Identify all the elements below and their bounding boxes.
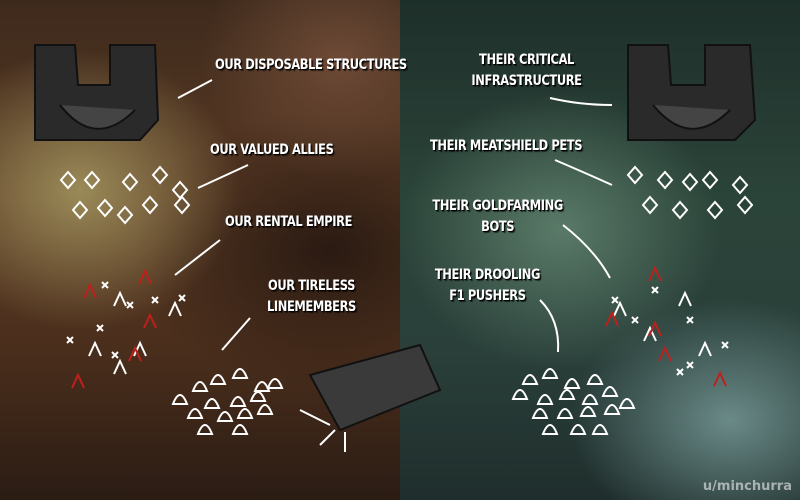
- unit-marker: [671, 200, 689, 220]
- unit-marker: [111, 351, 119, 359]
- unit-marker: [143, 312, 157, 329]
- unit-marker: [209, 374, 227, 385]
- unit-marker: [151, 296, 159, 304]
- unit-marker: [113, 290, 127, 307]
- unit-marker: [71, 200, 89, 220]
- unit-marker: [231, 368, 249, 379]
- unit-marker: [651, 286, 659, 294]
- left-structure-icon: [34, 44, 160, 141]
- unit-marker: [178, 294, 186, 302]
- unit-marker: [101, 281, 109, 289]
- label-our-disposable-structures: OUR DISPOSABLE STRUCTURES: [215, 57, 407, 73]
- unit-marker: [643, 325, 657, 342]
- unit-marker: [141, 195, 159, 215]
- unit-marker: [203, 398, 221, 409]
- unit-marker: [128, 345, 142, 362]
- unit-marker: [686, 316, 694, 324]
- unit-marker: [731, 175, 749, 195]
- unit-marker: [676, 368, 684, 376]
- unit-marker: [581, 394, 599, 405]
- label-our-rental-empire: OUR RENTAL EMPIRE: [225, 214, 353, 230]
- unit-marker: [681, 172, 699, 192]
- unit-marker: [648, 320, 662, 337]
- unit-marker: [96, 324, 104, 332]
- unit-marker: [586, 374, 604, 385]
- label-their-critical-infrastructure: THEIR CRITICAL INFRASTRUCTURE: [471, 52, 582, 89]
- unit-marker: [558, 389, 576, 400]
- unit-marker: [521, 374, 539, 385]
- unit-marker: [138, 268, 152, 285]
- unit-marker: [236, 408, 254, 419]
- unit-marker: [266, 378, 284, 389]
- label-their-goldfarming-bots: THEIR GOLDFARMING BOTS: [432, 198, 563, 235]
- unit-marker: [66, 336, 74, 344]
- unit-marker: [701, 170, 719, 190]
- label-their-drooling-f1-pushers: THEIR DROOLING F1 PUSHERS: [434, 267, 541, 304]
- unit-marker: [249, 391, 267, 402]
- unit-marker: [83, 282, 97, 299]
- unit-marker: [613, 300, 627, 317]
- ship-icon: [299, 343, 442, 452]
- unit-marker: [541, 424, 559, 435]
- unit-marker: [151, 165, 169, 185]
- unit-marker: [603, 404, 621, 415]
- unit-marker: [121, 172, 139, 192]
- unit-marker: [126, 301, 134, 309]
- unit-marker: [706, 200, 724, 220]
- unit-marker: [168, 300, 182, 317]
- unit-marker: [658, 345, 672, 362]
- unit-marker: [229, 396, 247, 407]
- unit-markers: [59, 165, 754, 435]
- unit-marker: [71, 372, 85, 389]
- unit-marker: [556, 408, 574, 419]
- unit-marker: [698, 340, 712, 357]
- unit-marker: [191, 381, 209, 392]
- unit-marker: [721, 341, 729, 349]
- unit-marker: [216, 411, 234, 422]
- unit-marker: [171, 394, 189, 405]
- unit-marker: [531, 408, 549, 419]
- unit-marker: [605, 310, 619, 327]
- unit-marker: [648, 265, 662, 282]
- unit-marker: [59, 170, 77, 190]
- unit-marker: [641, 195, 659, 215]
- unit-marker: [626, 165, 644, 185]
- unit-marker: [231, 424, 249, 435]
- label-our-valued-allies: OUR VALUED ALLIES: [210, 142, 334, 158]
- unit-marker: [736, 195, 754, 215]
- unit-marker: [541, 368, 559, 379]
- unit-marker: [173, 195, 191, 215]
- unit-marker: [686, 361, 694, 369]
- unit-marker: [713, 370, 727, 387]
- unit-marker: [83, 170, 101, 190]
- pointer-lines: [174, 79, 613, 353]
- unit-marker: [591, 424, 609, 435]
- unit-marker: [186, 408, 204, 419]
- unit-marker: [579, 406, 597, 417]
- unit-marker: [171, 180, 189, 200]
- unit-marker: [631, 316, 639, 324]
- unit-marker: [96, 198, 114, 218]
- label-our-tireless-linemembers: OUR TIRELESS LINEMEMBERS: [266, 278, 356, 315]
- unit-marker: [253, 381, 271, 392]
- unit-marker: [656, 170, 674, 190]
- unit-marker: [563, 378, 581, 389]
- unit-marker: [569, 424, 587, 435]
- unit-marker: [113, 358, 127, 375]
- unit-marker: [678, 290, 692, 307]
- unit-marker: [196, 424, 214, 435]
- unit-marker: [88, 340, 102, 357]
- unit-marker: [618, 398, 636, 409]
- unit-marker: [116, 205, 134, 225]
- unit-marker: [511, 389, 529, 400]
- unit-marker: [536, 394, 554, 405]
- unit-marker: [601, 386, 619, 397]
- credit-text: u/minchurra: [702, 479, 792, 494]
- unit-marker: [256, 404, 274, 415]
- unit-marker: [611, 296, 619, 304]
- right-structure-icon: [627, 44, 757, 141]
- label-their-meatshield-pets: THEIR MEATSHIELD PETS: [430, 138, 583, 154]
